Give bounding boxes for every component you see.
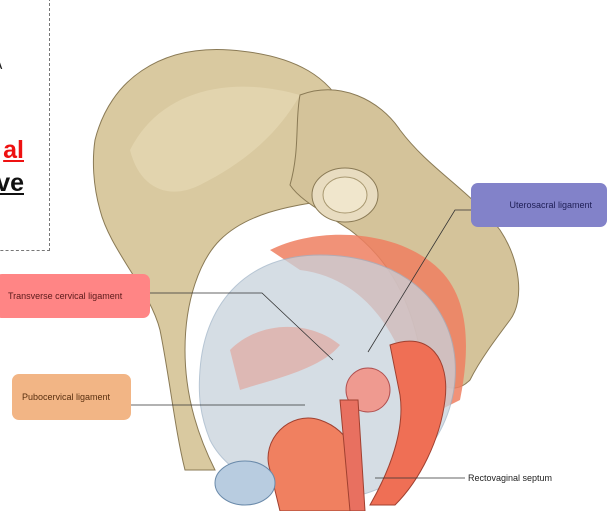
transverse-label-text: Transverse cervical ligament — [8, 291, 123, 301]
rectovaginal-septum-label: Rectovaginal septum — [468, 473, 553, 483]
uterosacral-label-text: Uterosacral ligament — [509, 200, 592, 210]
slide-text-box: A al ve — [0, 0, 50, 251]
pubic-symphysis — [214, 460, 276, 506]
transverse-leader — [140, 292, 334, 361]
slide-title-red: al — [3, 136, 24, 164]
slide-letter: A — [0, 61, 3, 71]
transverse-cervical-ligament-label: Transverse cervical ligament — [0, 274, 150, 318]
pubocervical-ligament-label: Pubocervical ligament — [12, 374, 131, 420]
slide-title-black: ve — [0, 169, 24, 197]
pubocervical-label-text: Pubocervical ligament — [22, 392, 111, 402]
pelvic-fascia — [198, 254, 456, 498]
rectum — [369, 340, 447, 506]
uterosacral-ligament-label: Uterosacral ligament — [471, 183, 607, 227]
